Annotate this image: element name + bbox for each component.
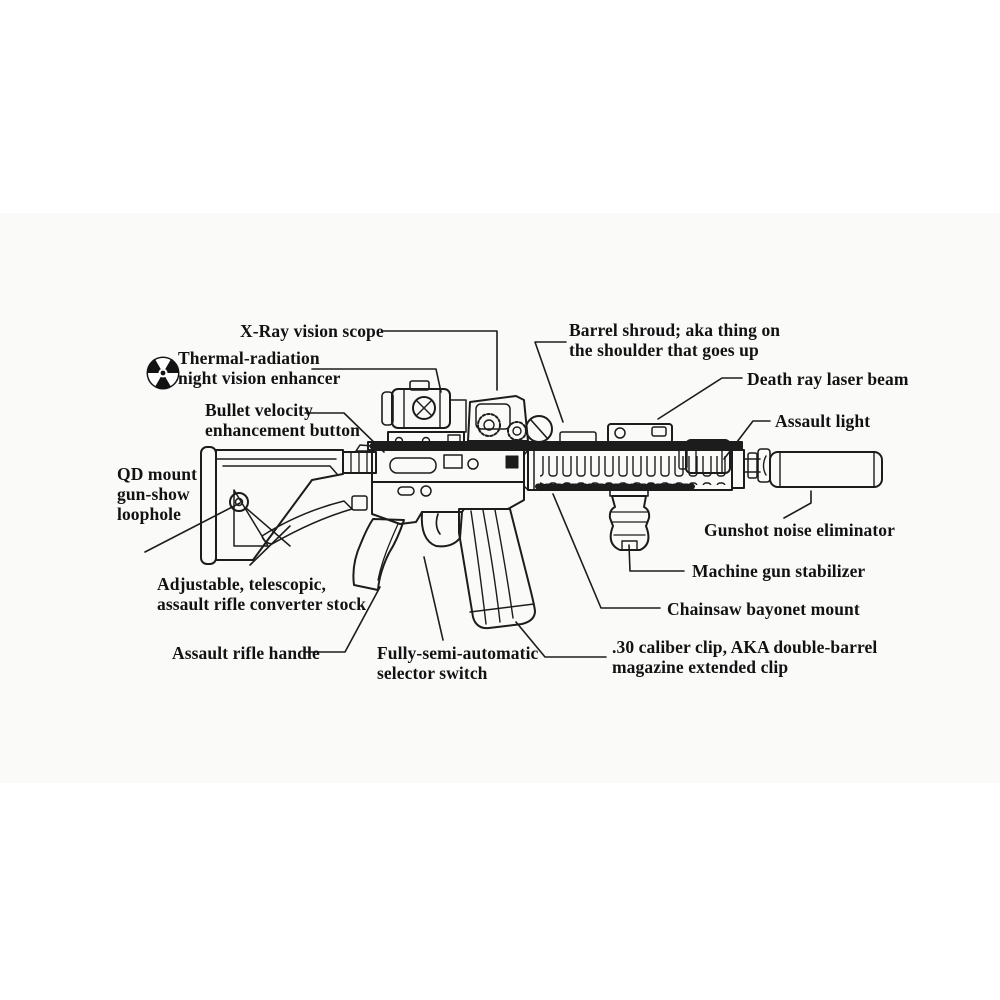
rifle-foregrip: [608, 487, 651, 551]
leader-converter-stock: [249, 525, 291, 566]
leader-bullet-velocity: [304, 412, 385, 453]
rifle-barrel: [743, 448, 771, 483]
leader-bayonet-mount: [552, 493, 661, 609]
leader-selector-switch: [423, 556, 444, 641]
rifle-holographic-sight: [467, 395, 553, 443]
radiation-icon: [146, 356, 180, 390]
rifle-trigger-guard: [420, 511, 463, 548]
rifle-flashlight: [678, 439, 731, 474]
rifle-suppressor: [769, 451, 883, 488]
leader-stabilizer: [628, 544, 685, 572]
rifle-laser-device: [559, 423, 673, 451]
leader-qd-mount: [144, 502, 241, 553]
label-qd-mount: QD mount gun-show loophole: [117, 464, 198, 524]
leader-caliber-clip: [515, 621, 607, 658]
rifle-lower-receiver: [371, 481, 525, 548]
leader-death-ray: [657, 377, 743, 420]
rifle-magnifier-scope: [381, 380, 467, 451]
label-xray-vision-scope: X-Ray vision scope: [240, 321, 384, 341]
label-stabilizer: Machine gun stabilizer: [692, 561, 866, 581]
label-assault-light: Assault light: [775, 411, 871, 431]
leader-assault-light: [723, 420, 771, 460]
rifle-pistol-grip: [352, 518, 405, 591]
leader-barrel-shroud: [534, 341, 567, 423]
leader-rifle-handle: [304, 586, 381, 653]
label-converter-stock: Adjustable, telescopic, assault rifle co…: [157, 574, 367, 614]
label-bullet-velocity: Bullet velocity enhancement button: [205, 400, 360, 440]
label-death-ray: Death ray laser beam: [747, 369, 909, 389]
label-bayonet-mount: Chainsaw bayonet mount: [667, 599, 860, 619]
rifle-handguard: [523, 449, 745, 491]
leader-xray-scope: [382, 330, 498, 391]
label-caliber-clip: .30 caliber clip, AKA double-barrel maga…: [612, 637, 878, 677]
label-assault-rifle-handle: Assault rifle handle: [172, 643, 320, 663]
leader-thermal-enhancer: [311, 368, 442, 393]
label-selector-switch: Fully-semi-automatic selector switch: [377, 643, 539, 683]
leader-noise-eliminator: [783, 490, 812, 519]
label-noise-eliminator: Gunshot noise eliminator: [704, 520, 896, 540]
rifle-buffer-tube: [342, 451, 377, 474]
rifle-trigger: [435, 513, 441, 535]
label-barrel-shroud: Barrel shroud; aka thing on the shoulder…: [569, 320, 781, 360]
rifle-magazine: [458, 508, 536, 630]
label-thermal-enhancer: Thermal-radiation night vision enhancer: [178, 348, 341, 388]
shirt-print-band: [0, 213, 1000, 783]
